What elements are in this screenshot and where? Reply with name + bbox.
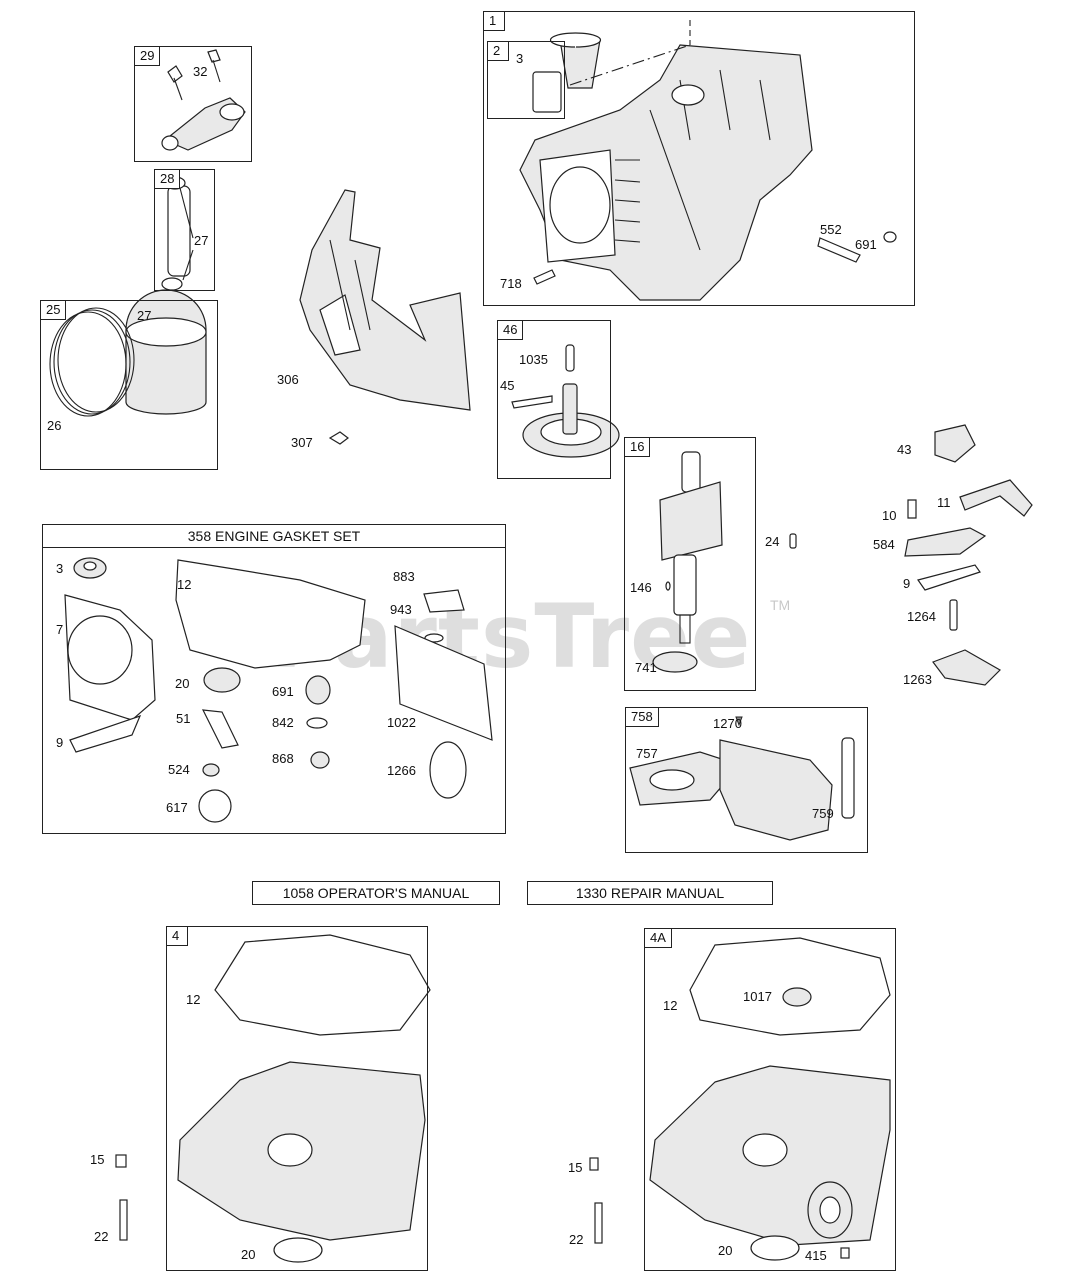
group-box-25: 25 [40,300,218,470]
part-label-22: 22 [569,1232,584,1247]
part-label-20: 20 [241,1247,256,1262]
piston-drawing [49,289,207,417]
part-label-20: 20 [718,1243,733,1258]
group-number-1: 1 [483,11,505,31]
part-label-1035: 1035 [519,352,548,367]
part-label-1022: 1022 [387,715,416,730]
group-box-46: 46 [497,320,611,479]
group-number-28: 28 [154,169,181,189]
part-label-524: 524 [168,762,190,777]
sump-4a-drawing [589,937,891,1261]
part-label-868: 868 [272,751,294,766]
group-box-758: 758 [625,707,868,853]
part-label-22: 22 [94,1229,109,1244]
part-label-1264: 1264 [907,609,936,624]
part-label-12: 12 [663,998,678,1013]
part-label-9: 9 [903,576,911,591]
sump-4-drawing [115,934,431,1263]
repair-manual-title: 1330 REPAIR MANUAL [527,881,773,905]
part-label-51: 51 [176,711,191,726]
key-drawing [789,533,797,549]
part-label-10: 10 [882,508,897,523]
part-label-15: 15 [568,1160,583,1175]
connecting-rod-drawing [161,49,246,151]
group-number-4a: 4A [644,928,672,948]
part-label-27: 27 [194,233,209,248]
part-label-757: 757 [636,746,658,761]
part-label-43: 43 [897,442,912,457]
part-label-32: 32 [193,64,208,79]
governor-parts-drawing [904,424,1033,686]
part-label-943: 943 [390,602,412,617]
camshaft-drawing [511,344,620,458]
oil-pump-drawing [629,716,855,841]
part-label-306: 306 [277,372,299,387]
part-label-1263: 1263 [903,672,932,687]
part-label-691: 691 [272,684,294,699]
part-label-552: 552 [820,222,842,237]
part-label-15: 15 [90,1152,105,1167]
group-number-758: 758 [625,707,659,727]
part-label-9: 9 [56,735,64,750]
part-label-1266: 1266 [387,763,416,778]
operators-manual-title: 1058 OPERATOR'S MANUAL [252,881,500,905]
part-label-842: 842 [272,715,294,730]
group-number-46: 46 [497,320,524,340]
group-box-4a: 4A [644,928,896,1271]
group-box-28: 28 [154,169,215,291]
part-label-883: 883 [393,569,415,584]
group-box-29: 29 [134,46,252,162]
part-label-691: 691 [855,237,877,252]
part-label-11: 11 [937,495,951,510]
group-box-4: 4 [166,926,428,1271]
group-box-1: 1 [483,11,915,306]
part-label-584: 584 [873,537,895,552]
part-label-20: 20 [175,676,190,691]
group-number-25: 25 [40,300,67,320]
part-label-146: 146 [630,580,652,595]
part-label-741: 741 [635,660,657,675]
part-label-3: 3 [516,51,524,66]
part-label-26: 26 [47,418,62,433]
group-box-2: 2 [487,41,565,119]
group-box-16: 16 [624,437,756,691]
group-box-gasket-set [42,524,506,834]
part-label-617: 617 [166,800,188,815]
watermark-trademark: TM [770,597,791,613]
part-label-45: 45 [500,378,515,393]
part-label-3: 3 [56,561,64,576]
part-label-1017: 1017 [743,989,772,1004]
part-label-718: 718 [500,276,522,291]
part-label-12: 12 [177,577,192,592]
group-number-2: 2 [487,41,509,61]
group-number-4: 4 [166,926,188,946]
blower-housing-drawing [299,189,471,445]
gasket-set-title: 358 ENGINE GASKET SET [42,524,506,548]
part-label-7: 7 [56,622,64,637]
crankshaft-drawing [652,451,723,673]
group-number-16: 16 [624,437,651,457]
gasket-set-drawing [64,557,493,823]
part-label-307: 307 [291,435,313,450]
part-label-1270: 1270 [713,716,742,731]
part-label-415: 415 [805,1248,827,1263]
cylinder-block-drawing [519,20,897,301]
part-label-24: 24 [765,534,780,549]
group-number-29: 29 [134,46,161,66]
part-label-27: 27 [137,308,152,323]
part-label-12: 12 [186,992,201,1007]
part-label-759: 759 [812,806,834,821]
